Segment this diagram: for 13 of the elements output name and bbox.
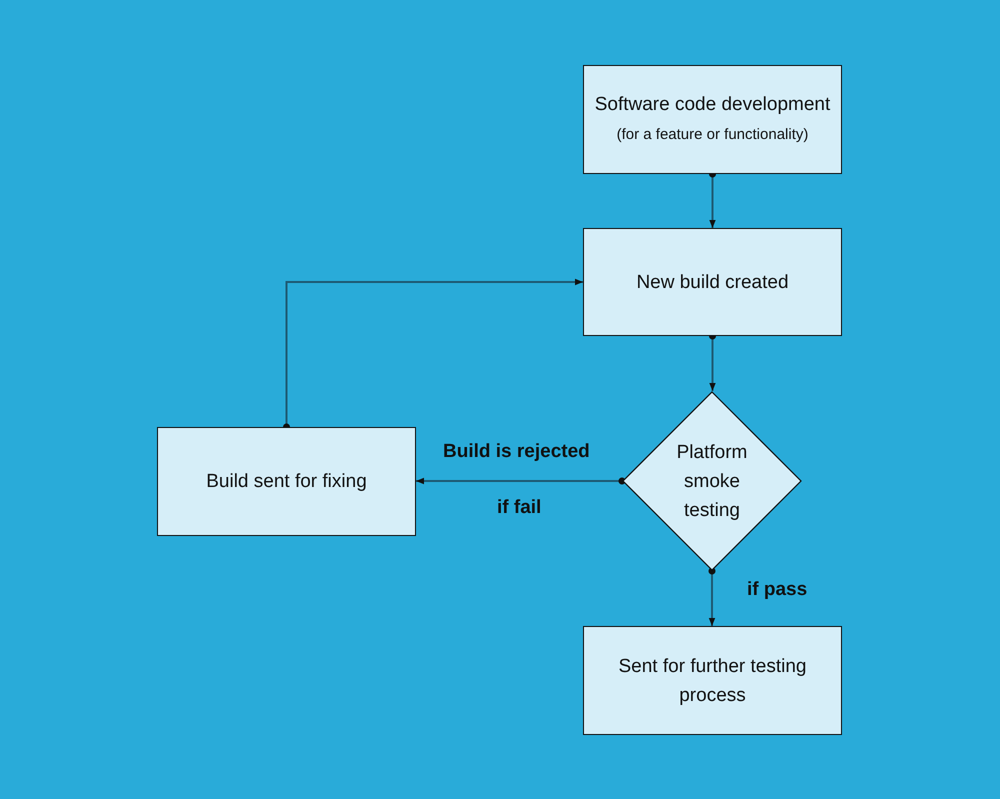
arrow: [416, 478, 626, 484]
arrow: [708, 568, 716, 626]
node-text: New build created: [636, 270, 789, 294]
decision-diamond: [622, 391, 802, 571]
process-box: [157, 427, 416, 536]
node-text: Build sent for fixing: [206, 470, 367, 494]
edge-label: if pass: [745, 579, 810, 601]
node-text: Sent for further testing process: [618, 654, 808, 708]
process-box: [583, 228, 842, 336]
node-text: Software code development (for a feature or functionality): [594, 93, 831, 145]
process-box: [583, 626, 842, 735]
process-box: [583, 65, 842, 174]
node-text: Platform smoke testing: [676, 440, 748, 522]
